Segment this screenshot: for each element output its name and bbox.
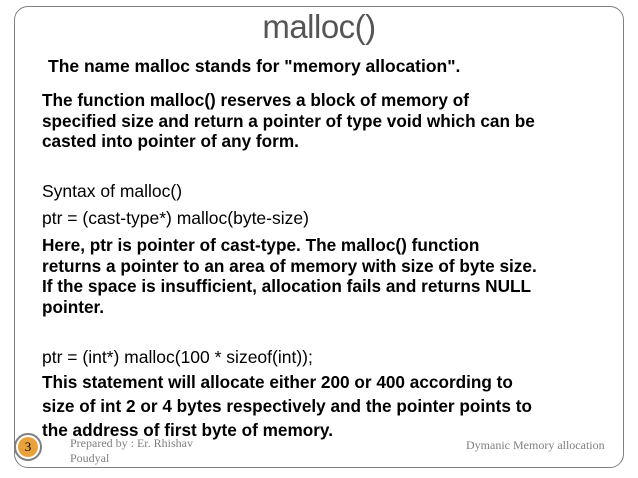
author-line: Poudyal: [70, 451, 110, 465]
slide-subtitle: The name malloc stands for "memory alloc…: [48, 56, 461, 76]
slide-frame: [14, 6, 624, 468]
example-line: ptr = (int*) malloc(100 * sizeof(int));: [42, 347, 313, 367]
footer-author: Prepared by : Er. Rhishav Poudyal: [70, 436, 220, 466]
paragraph-definition: The function malloc() reserves a block o…: [42, 90, 535, 152]
text-line: the address of first byte of memory.: [42, 420, 333, 440]
page-number: 3: [18, 437, 38, 457]
syntax-line: ptr = (cast-type*) malloc(byte-size): [42, 208, 309, 228]
footer-topic: Dymanic Memory allocation: [466, 438, 605, 452]
page-number-badge: 3: [14, 433, 42, 461]
text-line: pointer.: [42, 296, 105, 317]
text-line: This statement will allocate either 200 …: [42, 372, 513, 392]
text-line: size of int 2 or 4 bytes respectively an…: [42, 396, 532, 416]
text-line: specified size and return a pointer of t…: [42, 110, 535, 131]
syntax-heading: Syntax of malloc(): [42, 181, 183, 201]
paragraph-example: This statement will allocate either 200 …: [42, 370, 532, 442]
text-line: casted into pointer of any form.: [42, 131, 299, 151]
author-line: Prepared by : Er. Rhishav: [70, 436, 193, 450]
text-line: If the space is insufficient, allocation…: [42, 276, 531, 296]
text-line: The function malloc() reserves a block o…: [42, 90, 469, 110]
slide-title: malloc(): [262, 8, 376, 45]
text-line: Here, ptr is pointer of cast-type. The m…: [42, 235, 480, 255]
paragraph-explanation: Here, ptr is pointer of cast-type. The m…: [42, 235, 537, 317]
text-line: returns a pointer to an area of memory w…: [42, 255, 537, 276]
